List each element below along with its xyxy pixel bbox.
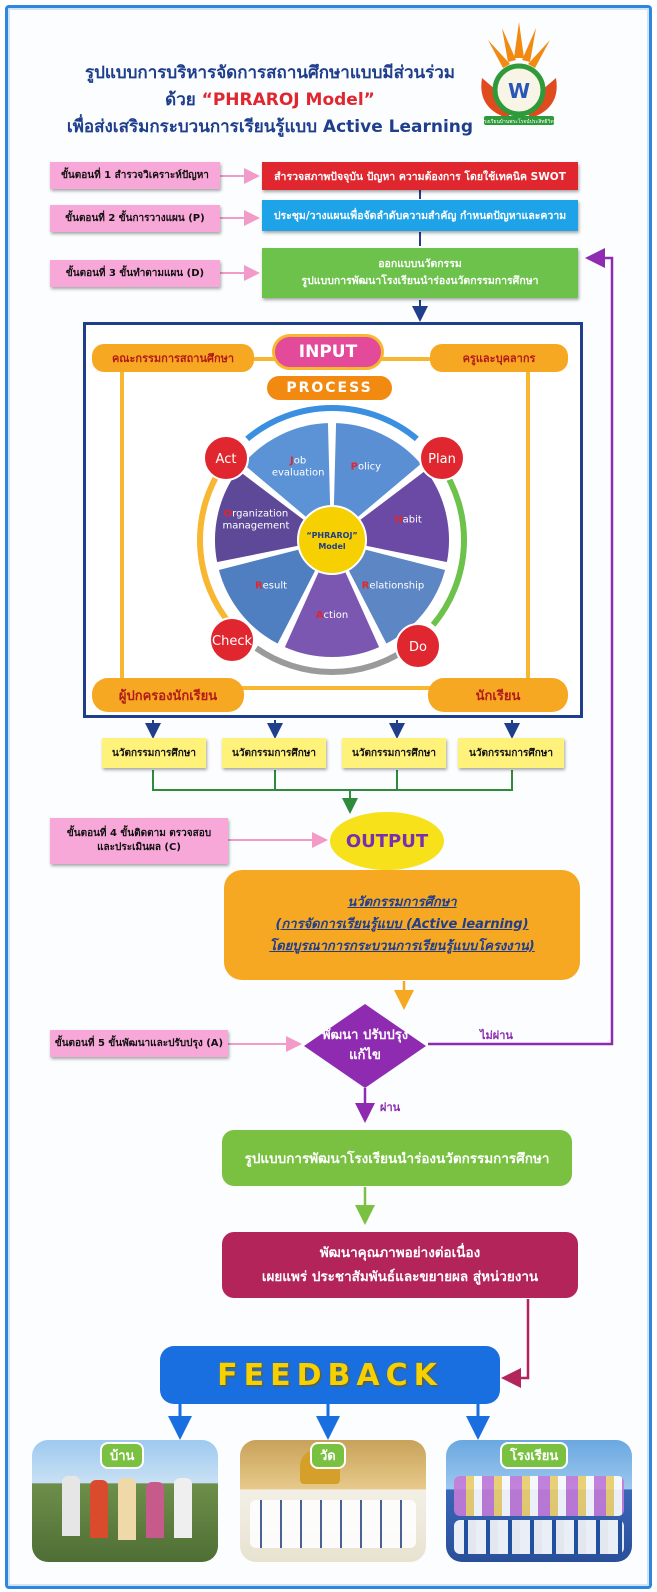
step5-label: ขั้นตอนที่ 5 ขั้นพัฒนาและปรับปรุง (A) — [50, 1030, 228, 1057]
title-line-1: รูปแบบการบริหารจัดการสถานศึกษาแบบมีส่วนร… — [84, 63, 456, 83]
step3-line1: ออกแบบนวัตกรรม — [378, 258, 462, 270]
logo-text: โรงเรียนบ้านพระโรจน์ประสิทธิวิทย์ — [481, 118, 556, 125]
wheel-label-4: Action — [316, 610, 348, 621]
innovation-box-2: นวัตกรรมการศึกษา — [222, 738, 326, 768]
corner-top-left: คณะกรรมการสถานศึกษา — [92, 344, 254, 372]
photo-label-school: โรงเรียน — [500, 1442, 569, 1469]
photo-school — [446, 1440, 632, 1562]
innovation-box-4: นวัตกรรมการศึกษา — [458, 738, 564, 768]
decision-line2: แก้ไข — [349, 1048, 381, 1063]
logo-rays-icon — [488, 22, 550, 68]
decision-diamond — [304, 1004, 426, 1088]
output-line3: โดยบูรณาการกระบวนการเรียนรู้แบบโครงงาน) — [269, 939, 535, 954]
wheel-segment-5 — [216, 538, 334, 647]
stage-act-label: Act — [216, 452, 237, 467]
photo-label-temple: วัด — [310, 1442, 346, 1469]
step1-box: สำรวจสภาพปัจจุบัน ปัญหา ความต้องการ โดยใ… — [262, 162, 578, 190]
pass-label: ผ่าน — [380, 1101, 401, 1114]
fail-label: ไม่ผ่าน — [480, 1029, 513, 1042]
process-label: PROCESS — [267, 376, 392, 400]
step4-label-line1: ขั้นตอนที่ 4 ขั้นติดตาม ตรวจสอบ — [66, 828, 212, 839]
output-line1: นวัตกรรมการศึกษา — [347, 895, 457, 910]
stage-check-circle — [209, 617, 255, 663]
cycle-arrow-act — [197, 462, 234, 627]
photo-home — [32, 1440, 218, 1562]
step3-line2: รูปแบบการพัฒนาโรงเรียนนำร่องนวัตกรรมการศ… — [301, 275, 539, 287]
stage-act-circle — [203, 435, 249, 481]
wheel-segment-1 — [330, 421, 424, 543]
title-line-2-highlight: “PHRAROJ Model” — [201, 90, 375, 110]
stage-plan-label: Plan — [428, 452, 456, 467]
output-line2: (การจัดการเรียนรู้แบบ (Active learning) — [275, 917, 529, 932]
title-line-2: ด้วย “PHRAROJ Model” — [40, 86, 500, 113]
quality-box: พัฒนาคุณภาพอย่างต่อเนื่อง เผยแพร่ ประชาส… — [222, 1232, 578, 1298]
wheel-segment-4 — [282, 537, 382, 659]
title-line-2-prefix: ด้วย — [165, 90, 202, 110]
model-box: รูปแบบการพัฒนาโรงเรียนนำร่องนวัตกรรมการศ… — [222, 1130, 572, 1186]
corner-top-right: ครูและบุคลากร — [430, 344, 568, 372]
wheel-center-line2: Model — [318, 542, 346, 551]
stage-check-label: Check — [212, 634, 252, 649]
wheel-center — [297, 505, 367, 575]
innovation-box-3: นวัตกรรมการศึกษา — [342, 738, 446, 768]
school-logo: W โรงเรียนบ้านพระโรจน์ประสิทธิวิทย์ — [481, 22, 557, 125]
decision-text: พัฒนา ปรับปรุง แก้ไข — [312, 1024, 418, 1068]
step2-box: ประชุม/วางแผนเพื่อจัดลำดับความสำคัญ กำหน… — [262, 200, 578, 231]
quality-line1: พัฒนาคุณภาพอย่างต่อเนื่อง — [319, 1245, 481, 1261]
feedback-box: FEEDBACK — [160, 1346, 500, 1404]
title-line-3: เพื่อส่งเสริมกระบวนการเรียนรู้แบบ Active… — [66, 117, 474, 137]
corner-bottom-left: ผู้ปกครองนักเรียน — [92, 678, 244, 712]
wheel-center-line1: “PHRAROJ” — [306, 531, 357, 540]
svg-text:W: W — [508, 79, 530, 103]
wheel-label-5: Result — [255, 581, 287, 592]
stage-plan-circle — [419, 435, 465, 481]
stage-do-label: Do — [409, 640, 427, 655]
wheel-label-1: Policy — [351, 462, 382, 473]
photo-label-home: บ้าน — [100, 1442, 145, 1469]
input-label: INPUT — [272, 334, 384, 370]
step1-label: ขั้นตอนที่ 1 สำรวจวิเคราะห์ปัญหา — [50, 162, 220, 189]
wheel-label-3: Relationship — [362, 581, 425, 592]
wheel-segment-3 — [330, 538, 448, 647]
output-label: OUTPUT — [330, 812, 444, 870]
stage-do-circle — [395, 623, 441, 669]
step4-label-line2: และประเมินผล (C) — [97, 842, 181, 853]
output-box: นวัตกรรมการศึกษา (การจัดการเรียนรู้แบบ (… — [224, 870, 580, 980]
innovation-box-1: นวัตกรรมการศึกษา — [102, 738, 206, 768]
step3-label: ขั้นตอนที่ 3 ขั้นทำตามแผน (D) — [50, 260, 220, 287]
quality-line2: เผยแพร่ ประชาสัมพันธ์และขยายผล สู่หน่วยง… — [261, 1269, 539, 1285]
step2-label: ขั้นตอนที่ 2 ขั้นการวางแผน (P) — [50, 205, 220, 232]
step3-box: ออกแบบนวัตกรรม รูปแบบการพัฒนาโรงเรียนนำร… — [262, 248, 578, 298]
cycle-arrow-check — [254, 645, 410, 675]
cycle-arrow-plan — [245, 405, 419, 442]
cycle-arrow-do — [430, 462, 467, 627]
decision-line1: พัฒนา ปรับปรุง — [321, 1028, 409, 1043]
step4-label: ขั้นตอนที่ 4 ขั้นติดตาม ตรวจสอบ และประเม… — [50, 818, 228, 864]
corner-bottom-right: นักเรียน — [428, 678, 568, 712]
wheel-label-2: Habit — [394, 515, 422, 526]
